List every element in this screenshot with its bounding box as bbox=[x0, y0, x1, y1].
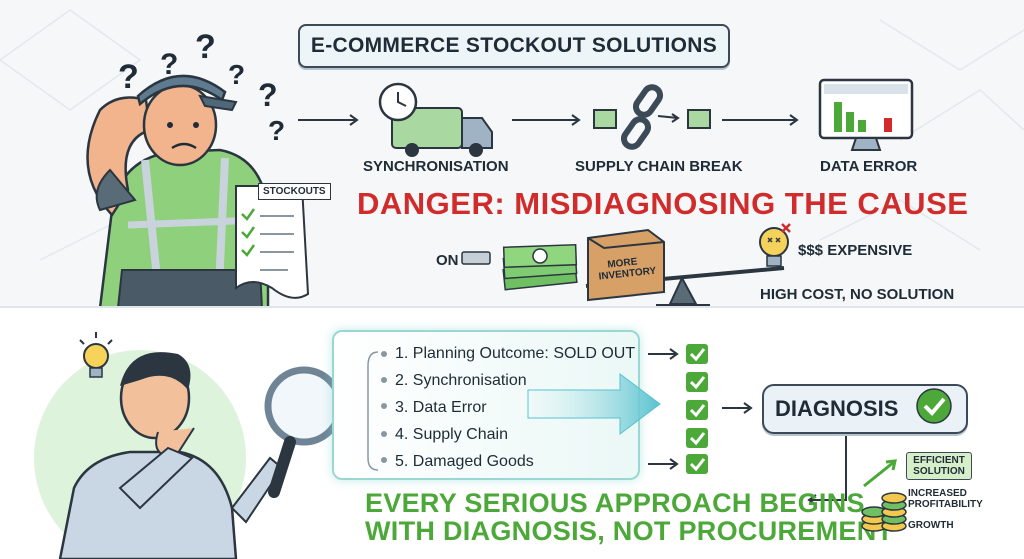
stockouts-checklist-icon bbox=[235, 185, 310, 299]
cause-label-supply-chain-break: SUPPLY CHAIN BREAK bbox=[575, 158, 743, 175]
conclusion-line-1: EVERY SERIOUS APPROACH BEGINS bbox=[365, 488, 865, 518]
broken-chain-icon bbox=[593, 84, 711, 150]
cause-label-data-error: DATA ERROR bbox=[820, 158, 918, 175]
background-pattern bbox=[0, 9, 1024, 261]
thinking-person-illustration bbox=[34, 350, 284, 559]
growth-coins-icon bbox=[861, 459, 907, 532]
checklist-connector-line bbox=[367, 351, 387, 471]
expensive-label: $$$ EXPENSIVE bbox=[798, 242, 913, 259]
checklist-item: 5. Damaged Goods bbox=[395, 453, 534, 470]
inventory-box-icon bbox=[587, 228, 665, 302]
danger-heading: DANGER: MISDIAGNOSING THE CAUSE bbox=[357, 186, 969, 221]
svg-text:?: ? bbox=[228, 59, 245, 90]
svg-text:?: ? bbox=[118, 58, 139, 96]
outcome-label: HIGH COST, NO SOLUTION bbox=[760, 286, 955, 303]
to-diagnosis-arrow bbox=[722, 402, 753, 414]
problem-section: E-COMMERCE STOCKOUT SOLUTIONS ? ? ? ? ? … bbox=[0, 9, 1024, 308]
stockouts-label: STOCKOUTS bbox=[258, 183, 331, 200]
cause-flow-arrows bbox=[298, 114, 799, 126]
monitor-chart-icon bbox=[818, 78, 914, 151]
checklist-item: 3. Data Error bbox=[395, 399, 487, 416]
lightbulb-icon bbox=[79, 332, 113, 378]
return-arrow bbox=[807, 436, 847, 506]
confused-worker-illustration: ? ? ? ? ? ? bbox=[86, 28, 300, 308]
conclusion-line-2: WITH DIAGNOSIS, NOT PROCUREMENT bbox=[365, 516, 894, 546]
efficient-solution-label: EFFICIENT SOLUTION bbox=[906, 452, 972, 480]
profitability-label: INCREASED PROFITABILITY bbox=[908, 488, 983, 510]
diagnosis-label: DIAGNOSIS bbox=[775, 396, 899, 421]
cause-label-synchronisation: SYNCHRONISATION bbox=[363, 158, 509, 175]
checklist-item: 2. Synchronisation bbox=[395, 372, 527, 389]
svg-text:?: ? bbox=[258, 77, 278, 113]
checklist-item: 1. Planning Outcome: SOLD OUT bbox=[395, 345, 636, 362]
svg-text:?: ? bbox=[268, 115, 285, 146]
page-title: E-COMMERCE STOCKOUT SOLUTIONS bbox=[298, 24, 730, 68]
solution-section: 1. Planning Outcome: SOLD OUT 2. Synchro… bbox=[0, 308, 1024, 559]
spend-label: ON bbox=[436, 252, 459, 269]
dead-lightbulb-icon bbox=[759, 223, 791, 267]
growth-label: GROWTH bbox=[908, 520, 954, 531]
checklist-item: 4. Supply Chain bbox=[395, 426, 508, 443]
big-teal-arrow-icon bbox=[527, 373, 661, 435]
question-marks-icon: ? ? ? ? ? ? bbox=[118, 28, 285, 146]
check-column-icons bbox=[648, 344, 708, 474]
cash-stack-icon bbox=[461, 243, 578, 291]
svg-text:?: ? bbox=[160, 48, 178, 81]
section-divider bbox=[0, 306, 1024, 309]
success-check-icon bbox=[916, 388, 952, 424]
clock-truck-icon bbox=[378, 82, 493, 157]
svg-text:?: ? bbox=[195, 28, 216, 66]
